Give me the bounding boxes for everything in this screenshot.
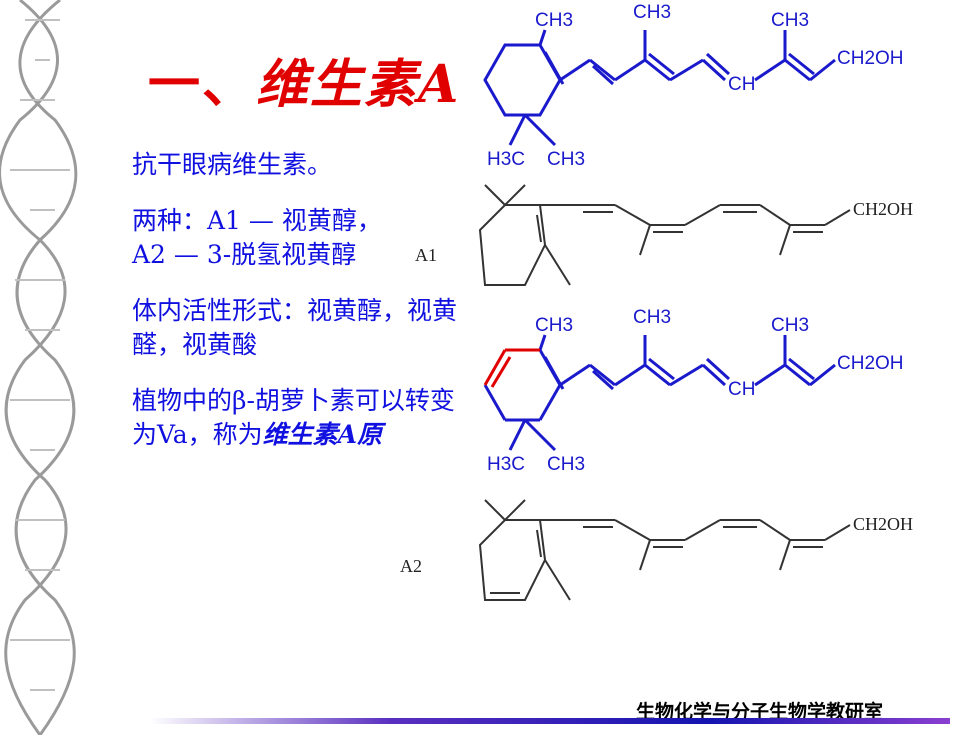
methyl-label: CH3 — [633, 2, 671, 23]
bullet-item-3: 体内活性形式：视黄醇，视黄醛，视黄酸 — [132, 296, 458, 359]
methyl-label: CH3 — [547, 454, 585, 475]
ch2oh-label: CH2OH — [837, 48, 904, 69]
methyl-label: CH3 — [547, 149, 585, 170]
retinol-structure-1: CH3 CH3 CH3 CH CH2OH H3C CH3 — [483, 2, 904, 170]
bullet-item-4: 植物中的β-胡萝卜素可以转变为Va，称为维生素A原 — [132, 384, 477, 452]
dehydroretinol-a2-skeletal: CH2OH — [478, 499, 913, 601]
label-a1: A1 — [415, 245, 437, 265]
methyl-label: CH3 — [535, 10, 573, 31]
dehydroretinol-structure: CH3 CH3 CH3 CH CH2OH H3C CH3 — [483, 307, 904, 475]
page-title: 一、维生素A — [148, 42, 461, 115]
bullet-item-4-italic: 维生素A原 — [262, 420, 383, 449]
title-prefix: 一、 — [148, 54, 257, 115]
bullet-item-4-text: 植物中的β-胡萝卜素可以转变为Va，称为 — [132, 386, 455, 449]
ch2oh-label: CH2OH — [837, 353, 904, 374]
bullet-item-2: 两种：A1 — 视黄醇， A2 — 3-脱氢视黄醇 — [132, 204, 477, 272]
bullet-item-2-line1: 两种：A1 — 视黄醇， — [132, 206, 382, 235]
methyl-label: CH3 — [771, 10, 809, 31]
title-main: 维生素A — [256, 54, 461, 115]
ch2oh-label: CH2OH — [853, 199, 913, 219]
ch-label: CH — [728, 74, 755, 95]
bullet-item-2-line2: A2 — 3-脱氢视黄醇 — [132, 240, 357, 269]
bullet-item-1: 抗干眼病维生素。 — [132, 150, 333, 179]
bullet-list: 抗干眼病维生素。 两种：A1 — 视黄醇， A2 — 3-脱氢视黄醇 体内活性形… — [132, 148, 477, 474]
dna-helix-decoration — [0, 0, 78, 735]
footer-department: 生物化学与分子生物学教研室 — [636, 701, 884, 723]
methyl-label: CH3 — [771, 315, 809, 336]
label-a2: A2 — [400, 556, 422, 576]
methyl-label: CH3 — [535, 315, 573, 336]
retinol-a1-skeletal: CH2OH — [478, 184, 913, 286]
ch2oh-label: CH2OH — [853, 514, 913, 534]
h3c-label: H3C — [487, 454, 525, 475]
h3c-label: H3C — [487, 149, 525, 170]
ch-label: CH — [728, 379, 755, 400]
methyl-label: CH3 — [633, 307, 671, 328]
footer-divider — [150, 718, 950, 724]
